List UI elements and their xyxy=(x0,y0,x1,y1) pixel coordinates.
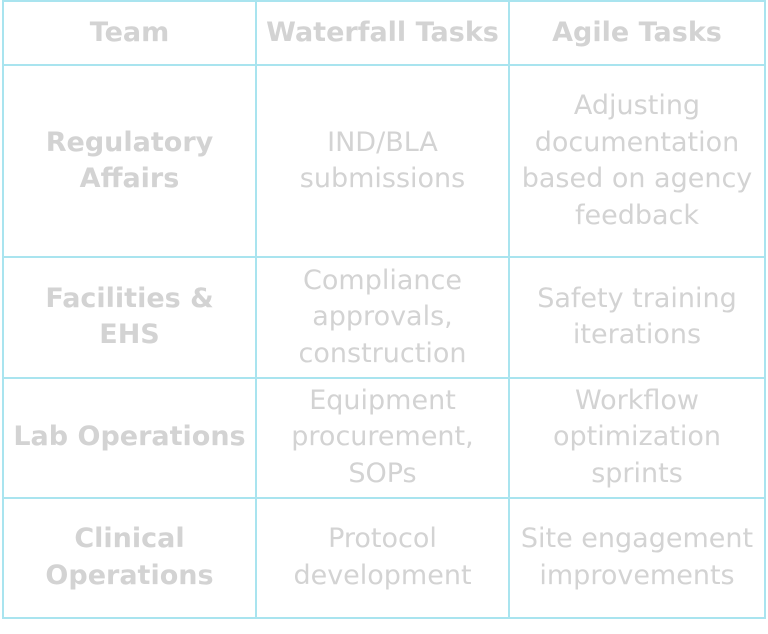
table-row: Clinical Operations Protocol development… xyxy=(2,496,766,620)
team-cell: Facilities & EHS xyxy=(2,256,257,379)
table-row: Lab Operations Equipment procurement, SO… xyxy=(2,376,766,499)
waterfall-cell: Protocol development xyxy=(255,496,510,620)
table-header-row: Team Waterfall Tasks Agile Tasks xyxy=(2,0,766,66)
team-cell: Lab Operations xyxy=(2,376,257,499)
agile-cell: Site engagement improvements xyxy=(508,496,766,620)
waterfall-cell: Equipment procurement, SOPs xyxy=(255,376,510,499)
header-team: Team xyxy=(2,0,257,66)
waterfall-cell: IND/BLA submissions xyxy=(255,63,510,259)
table-row: Facilities & EHS Compliance approvals, c… xyxy=(2,256,766,379)
agile-cell: Adjusting documentation based on agency … xyxy=(508,63,766,259)
waterfall-cell: Compliance approvals, construction xyxy=(255,256,510,379)
table-container: Team Waterfall Tasks Agile Tasks Regulat… xyxy=(2,0,766,620)
team-cell: Clinical Operations xyxy=(2,496,257,620)
header-agile-tasks: Agile Tasks xyxy=(508,0,766,66)
team-tasks-table: Team Waterfall Tasks Agile Tasks Regulat… xyxy=(2,0,766,620)
agile-cell: Safety training iterations xyxy=(508,256,766,379)
header-waterfall-tasks: Waterfall Tasks xyxy=(255,0,510,66)
table-row: Regulatory Affairs IND/BLA submissions A… xyxy=(2,63,766,259)
team-cell: Regulatory Affairs xyxy=(2,63,257,259)
agile-cell: Workflow optimization sprints xyxy=(508,376,766,499)
